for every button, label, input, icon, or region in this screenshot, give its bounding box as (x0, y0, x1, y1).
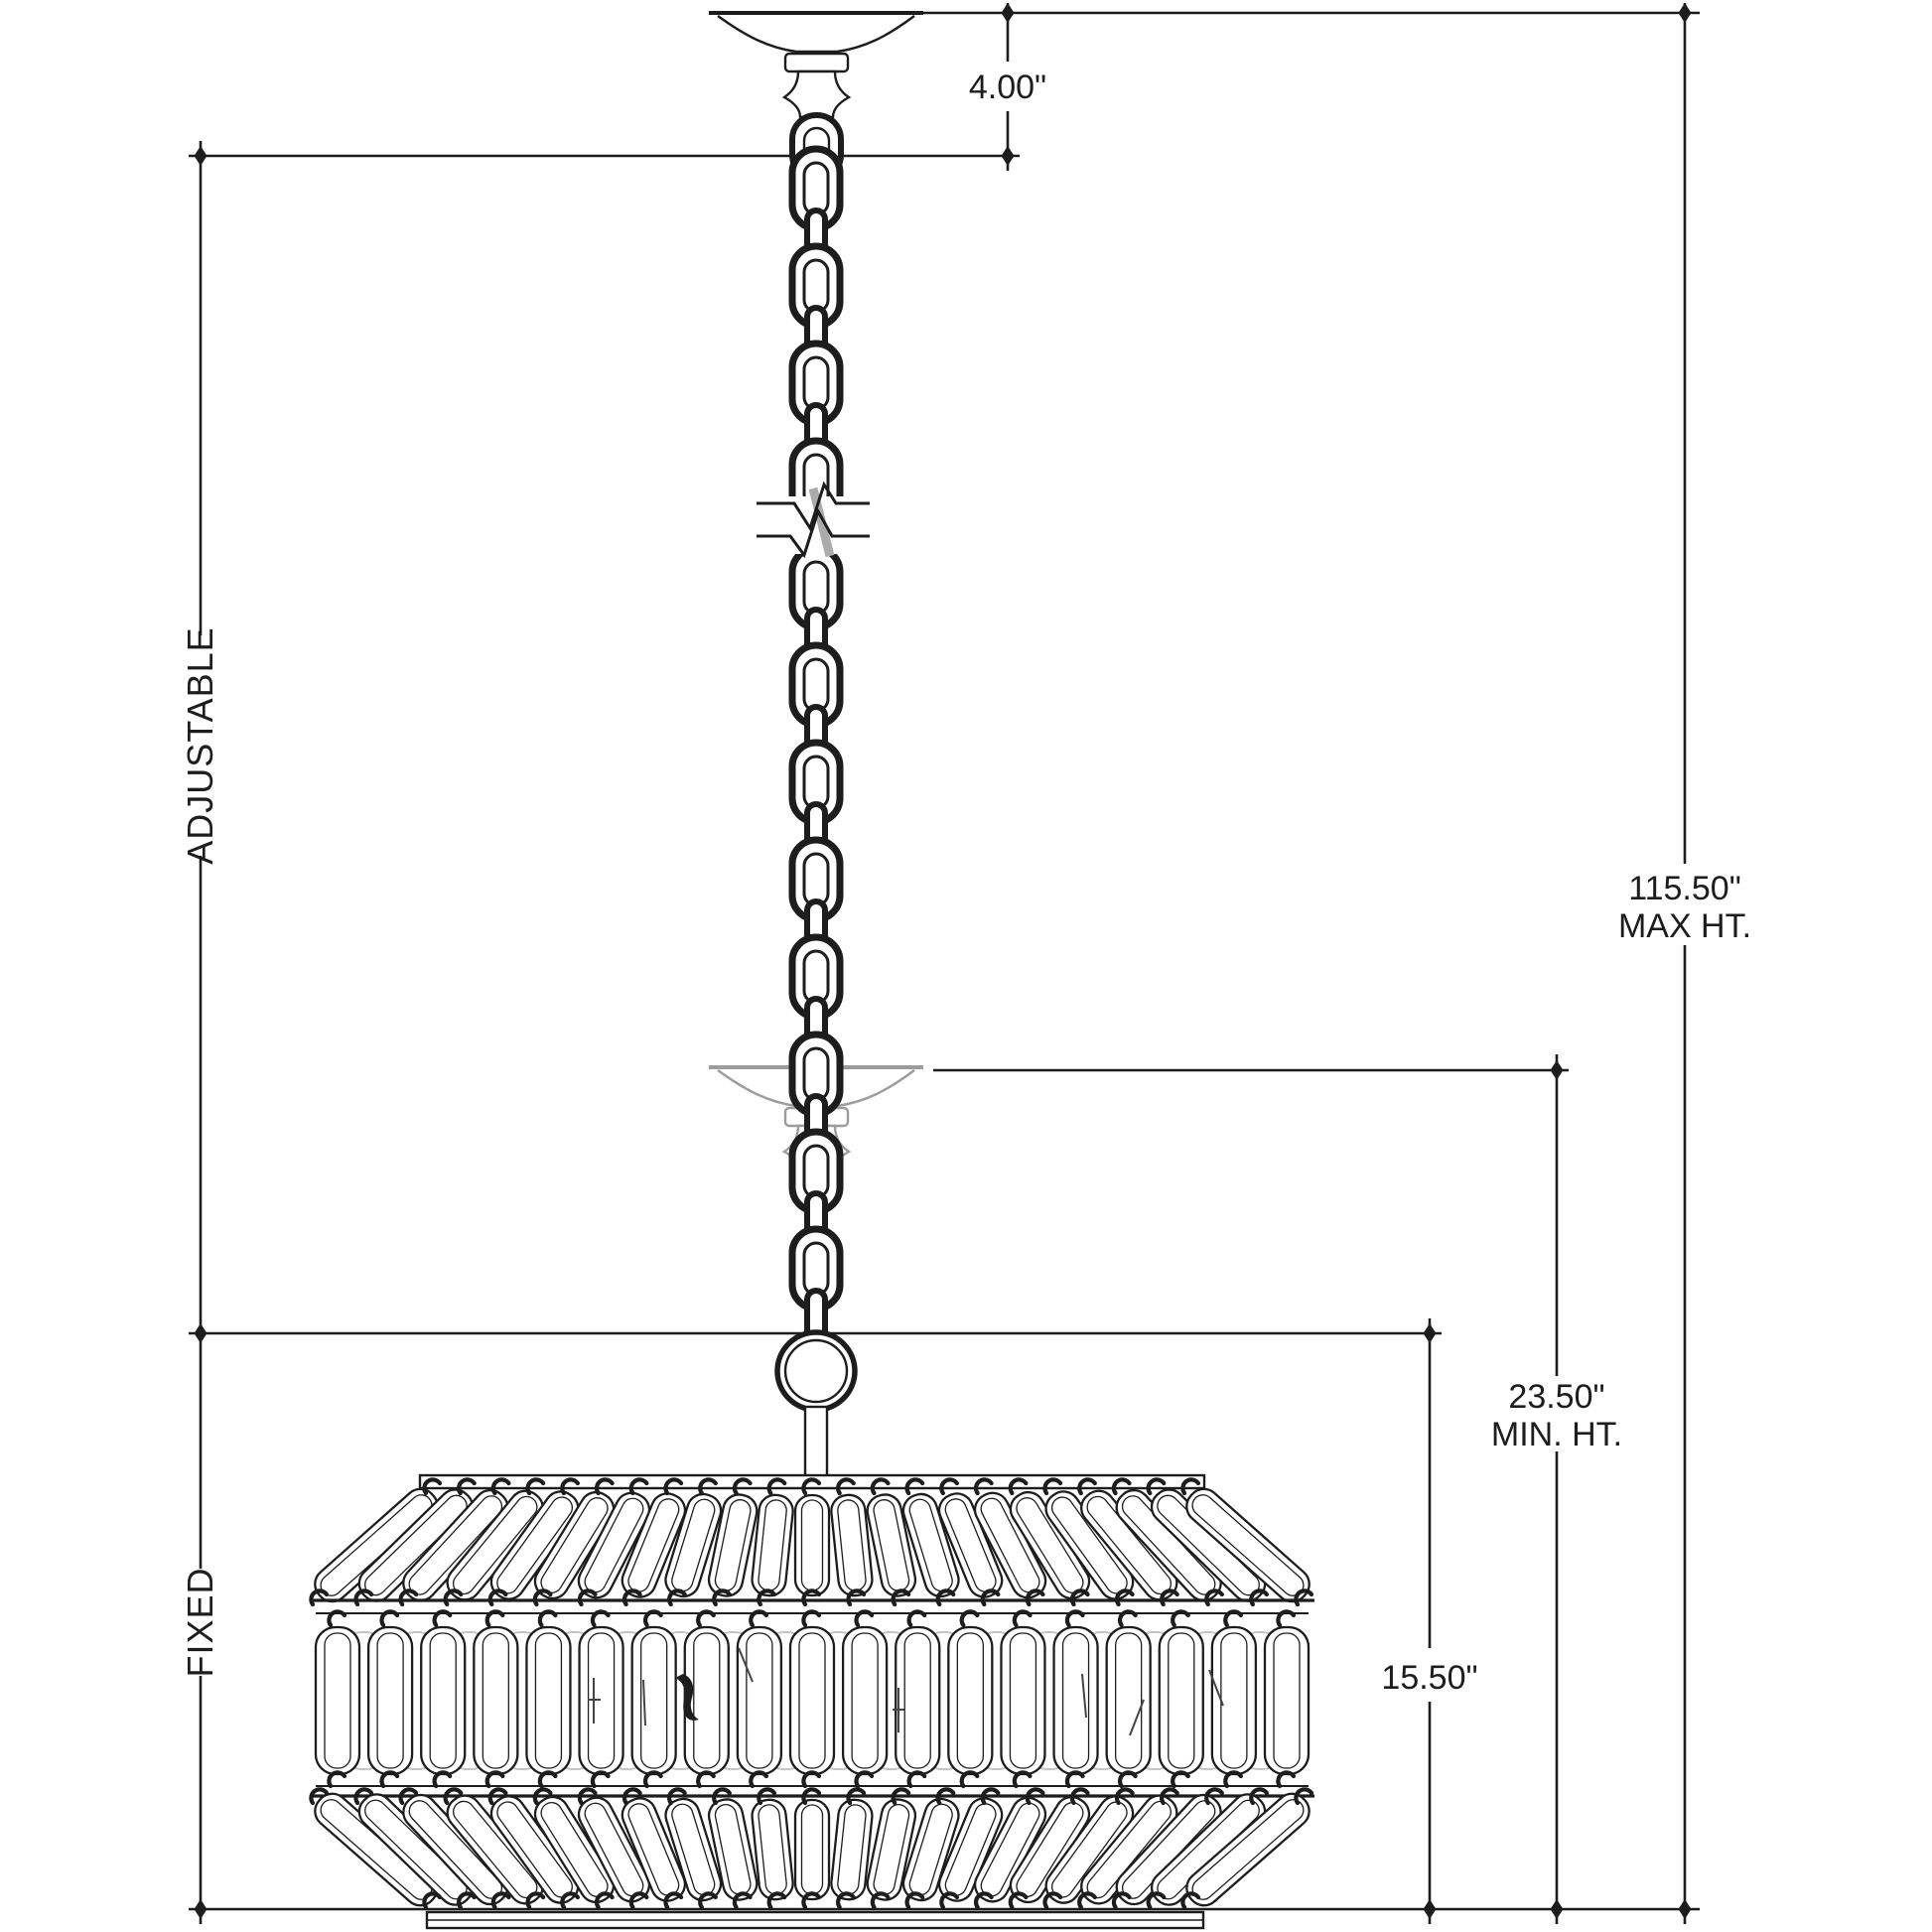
hang-ring (774, 1329, 858, 1480)
dim-hang-top-label: 4.00" (969, 69, 1046, 106)
dim-max-height-value: 115.50" (1628, 870, 1741, 907)
dim-fixture-height-label: 15.50" (1381, 1659, 1477, 1697)
dimension-labels: 4.00" 115.50" MAX HT. 23.50" MIN. HT. 15… (180, 69, 1751, 1697)
adjustable-section-label: ADJUSTABLE (180, 626, 220, 864)
dim-max-height-caption: MAX HT. (1618, 907, 1751, 945)
dim-min-height-caption: MIN. HT. (1491, 1416, 1622, 1453)
hanging-chain (788, 145, 844, 1351)
chandelier-drum (309, 1473, 1314, 1930)
chain-break-icon (755, 481, 872, 559)
dimension-markers (194, 3, 1692, 1919)
reference-lines (189, 3, 1700, 1924)
fixed-section-label: FIXED (180, 1567, 220, 1677)
dim-min-height-value: 23.50" (1508, 1378, 1604, 1416)
